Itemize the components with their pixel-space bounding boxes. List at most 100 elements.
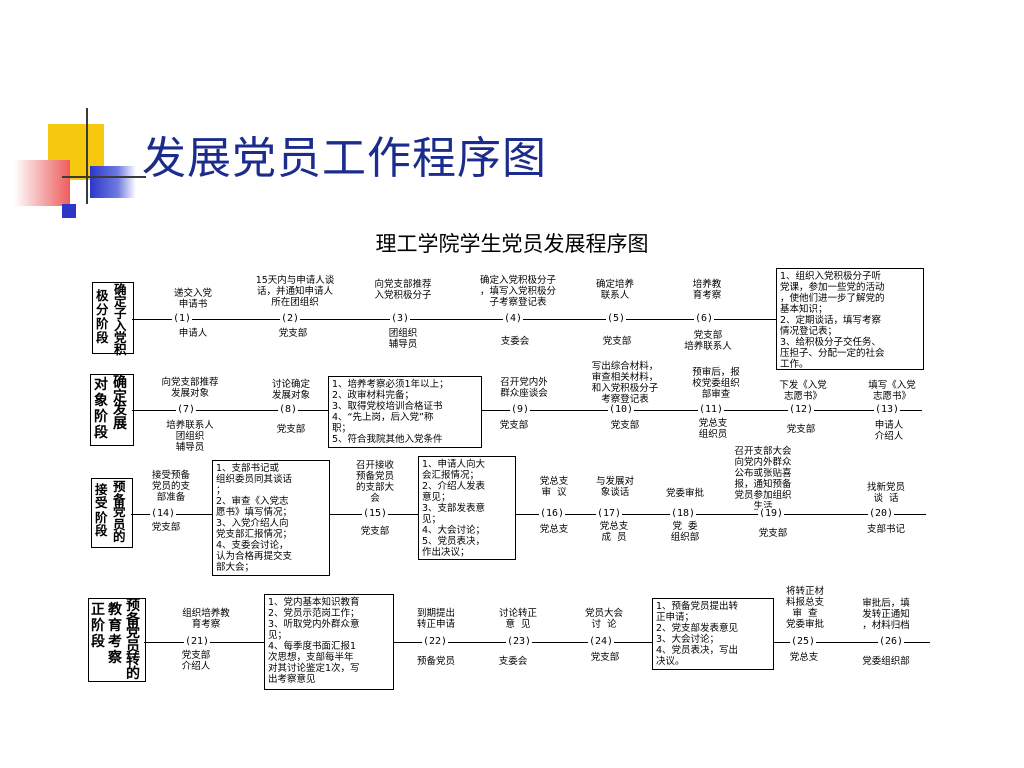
row-1-item-6-num: (6): [694, 313, 715, 324]
stage-4-col-b: 教 育 考 察: [108, 602, 122, 666]
row-1-item-3-num: (3): [390, 313, 411, 324]
row-2-item-7-bottom: 培养联系人 团组织 辅导员: [166, 420, 214, 453]
row-2-item-11-num: (11): [698, 404, 725, 415]
row-4-note-1-box: 1、党内基本知识教育 2、党员示范岗工作； 3、听取党内外群众意 见； 4、每季…: [264, 594, 394, 690]
row-1-item-3-top: 向党支部推荐 入党积极分子: [374, 279, 432, 301]
stage-2-label: 对 象 阶 段 确 定 发 展: [90, 374, 134, 446]
row-1-item-5-num: (5): [606, 313, 627, 324]
slide-title: 发展党员工作程序图: [142, 133, 547, 184]
row-4-item-23-bottom: 支委会: [498, 656, 528, 667]
row-1-item-1-bottom: 申请人: [178, 328, 208, 339]
row-1-item-6-bottom: 党支部 培养联系人: [684, 330, 732, 352]
row-1-item-2-bottom: 党支部: [278, 328, 308, 339]
row-4-item-22-top: 到期提出 转正申请: [416, 608, 455, 630]
chart-title: 理工学院学生党员发展程序图: [375, 232, 649, 256]
row-3-note-1-box: 1、支部书记或 组织委员同其谈话 ； 2、审查《入党志 愿书》填写情况； 3、入…: [212, 460, 330, 576]
row-1-item-2-top: 15天内与申请人谈 话，并通知申请人 所在团组织: [255, 275, 335, 308]
row-2-item-10-num: (10): [608, 404, 635, 415]
row-3-item-18-top: 党委审批: [665, 488, 704, 499]
row-4-item-24-num: (24): [588, 636, 615, 647]
row-4-item-21-top: 组织培养教 育考察: [182, 608, 230, 630]
row-1-item-5-top: 确定培养 联系人: [595, 279, 634, 301]
row-3-item-19-top: 召开支部大会 向党内外群众 公布或张贴喜 报，通知预备 党员参加组织 生活: [734, 446, 792, 512]
row-4-item-23-top: 讨论转正 意 见: [498, 608, 537, 630]
row-3-item-18-bottom: 党 委 组织部: [670, 521, 700, 543]
row-2-note-box: 1、培养考察必须1年以上； 2、政审材料完备； 3、取得党校培训合格证书 4、“…: [328, 376, 482, 448]
row-3-note-2-box: 1、申请人向大 会汇报情况； 2、介绍人发表 意见； 3、支部发表意 见； 4、…: [418, 456, 516, 560]
stage-1-label: 极 分 阶 段 确 定 子 入 党 积: [92, 282, 134, 357]
row-3-item-15-top: 召开接收 预备党员 的支部大 会: [355, 460, 394, 504]
deco-horizontal-line: [62, 176, 146, 178]
row-1-item-4-top: 确定入党积极分子 ，填写入党积极分 子考察登记表: [479, 275, 556, 308]
stage-3-col-c: 阶 段: [95, 510, 108, 538]
row-1-item-6-top: 培养教 育考察: [692, 279, 722, 301]
row-2-item-12-num: (12): [788, 404, 815, 415]
row-3-item-20-num: (20): [868, 508, 895, 519]
row-1-item-3-bottom: 团组织 辅导员: [388, 328, 418, 350]
row-4-item-25-top: 将转正材 料报总支 审 查 党委审批: [785, 586, 824, 630]
stage-1-col-a: 极 分 阶 段: [96, 288, 109, 345]
row-4-item-21-num: (21): [184, 636, 211, 647]
row-1-item-4-num: (4): [503, 313, 524, 324]
row-1-item-1-num: (1): [172, 313, 193, 324]
row-2-item-8-top: 讨论确定 发展对象: [271, 379, 310, 401]
row-4-item-26-top: 审批后，填 发转正通知 ，材料归档: [862, 598, 910, 631]
row-3-item-19-num: (19): [758, 508, 785, 519]
stage-4-label: 正 阶 段 教 育 考 察 预 备 党 员 转 的: [88, 598, 146, 682]
row-3-item-17-num: (17): [596, 508, 623, 519]
row-4-line: [144, 642, 930, 643]
row-4-item-25-bottom: 党总支: [789, 652, 819, 663]
row-3-item-14-top: 接受预备 党员的支 部准备: [151, 470, 190, 503]
row-1-item-2-num: (2): [280, 313, 301, 324]
row-3-line: [131, 514, 926, 515]
row-2-item-8-bottom: 党支部: [276, 424, 306, 435]
stage-4-col-c: 预 备 党 员 转 的: [126, 598, 140, 682]
row-2-item-10-top: 写出综合材料， 审查相关材料， 和入党积极分子 考察登记表: [591, 361, 659, 405]
row-4-item-24-top: 党员大会 讨 论: [584, 608, 623, 630]
row-4-item-22-num: (22): [422, 636, 449, 647]
row-3-item-18-num: (18): [670, 508, 697, 519]
stage-4-col-a: 正 阶 段: [91, 602, 105, 650]
row-3-item-19-bottom: 党支部: [758, 528, 788, 539]
row-2-item-13-top: 填写《入党 志愿书》: [868, 380, 916, 402]
row-3-item-16-num: (16): [539, 508, 566, 519]
row-2-item-7-num: (7): [176, 404, 197, 415]
row-2-item-13-num: (13): [874, 404, 901, 415]
row-1-line: [132, 319, 777, 320]
stage-3-label: 接 受 阶 段 预 备 党 员 的: [91, 478, 133, 548]
row-1-note-box: 1、组织入党积极分子听 党课，参加一些党的活动 ，使他们进一步了解党的 基本知识…: [776, 268, 924, 370]
row-3-item-15-num: (15): [362, 508, 389, 519]
row-1-item-5-bottom: 党支部: [602, 336, 632, 347]
row-2-item-10-bottom: 党支部: [610, 420, 640, 431]
row-4-item-26-bottom: 党委组织部: [862, 656, 910, 667]
row-2-item-12-bottom: 党支部: [786, 424, 816, 435]
row-3-item-15-bottom: 党支部: [360, 526, 390, 537]
stage-3-col-b: 预 备 党 员 的: [113, 479, 126, 544]
row-4-item-26-num: (26): [878, 636, 905, 647]
row-3-item-20-top: 找新党员 谈 话: [866, 482, 905, 504]
row-2-item-9-num: (9): [510, 404, 531, 415]
row-1-item-1-top: 递交入党 申请书: [173, 288, 212, 310]
row-4-note-2-box: 1、预备党员提出转 正申请； 2、党支部发表意见 3、大会讨论； 4、党员表决，…: [652, 598, 774, 670]
row-2-item-11-bottom: 党总支 组织员: [698, 418, 728, 440]
row-2-item-7-top: 向党支部推荐 发展对象: [161, 377, 219, 399]
row-3-item-14-num: (14): [150, 508, 177, 519]
row-2-item-9-bottom: 党支部: [499, 420, 529, 431]
deco-pink-square: [14, 160, 70, 206]
deco-blue-square: [90, 166, 136, 198]
row-4-item-21-bottom: 党支部 介绍人: [181, 650, 211, 672]
deco-vertical-line: [86, 108, 88, 204]
stage-2-col-a: 对 象 阶 段: [94, 377, 108, 441]
row-4-item-22-bottom: 预备党员: [416, 656, 455, 667]
row-4-item-25-num: (25): [790, 636, 817, 647]
row-3-item-14-bottom: 党支部: [151, 522, 181, 533]
stage-2-col-b: 确 定 发 展: [113, 375, 127, 432]
stage-1-col-b: 确 定 子 入 党 积: [114, 282, 127, 357]
row-2-item-12-top: 下发《入党 志愿书》: [779, 380, 827, 402]
row-3-item-16-bottom: 党总支: [539, 524, 569, 535]
row-3-item-17-top: 与发展对 象谈话: [595, 476, 634, 498]
row-2-item-9-top: 召开党内外 群众座谈会: [500, 377, 548, 399]
row-3-item-20-bottom: 支部书记: [866, 524, 905, 535]
row-3-item-16-top: 党总支 审 议: [539, 476, 569, 498]
deco-small-blue-square: [62, 204, 76, 218]
